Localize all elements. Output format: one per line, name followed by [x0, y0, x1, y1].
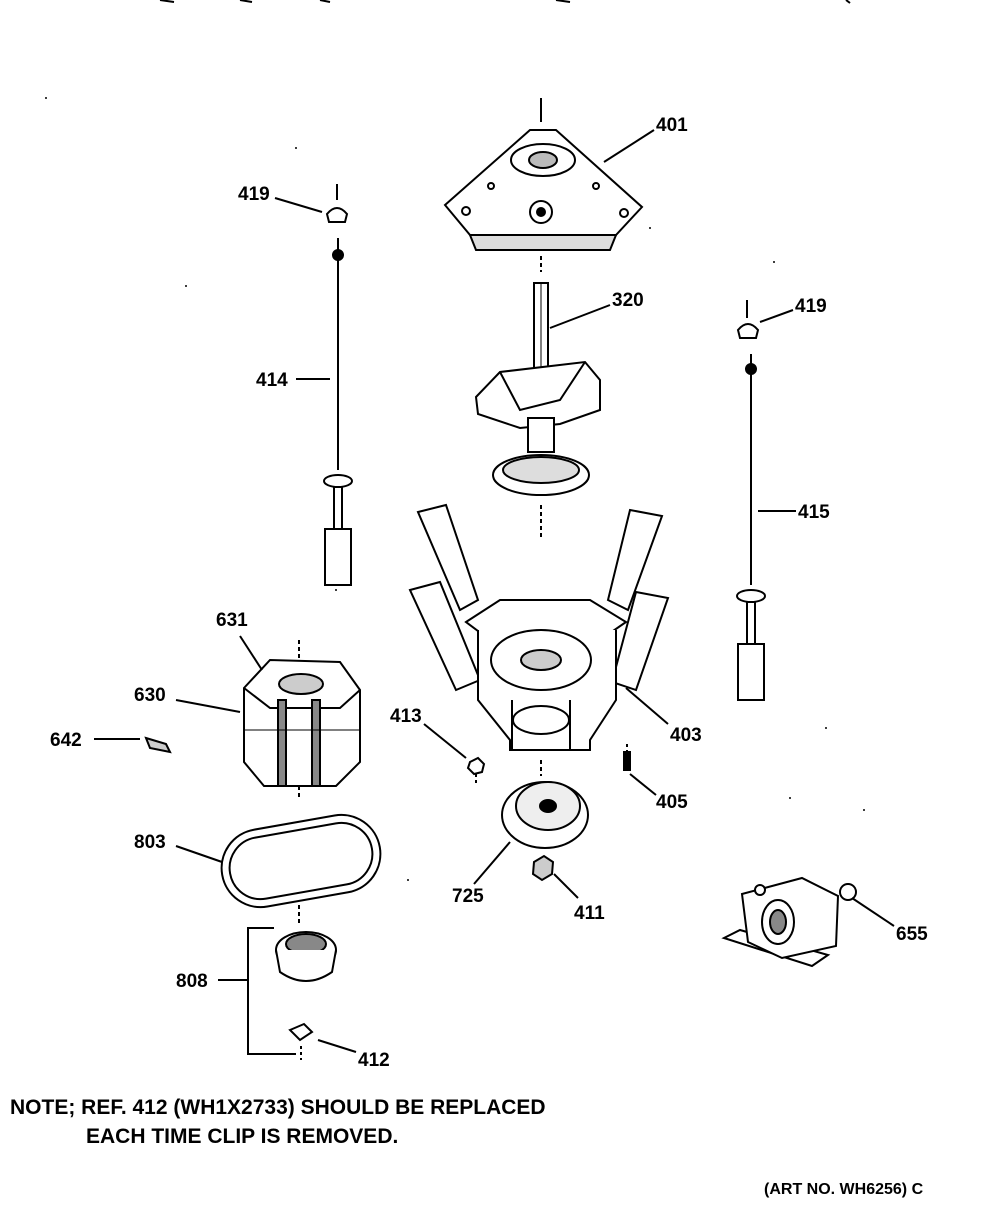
part-419-cap-right — [736, 300, 760, 339]
note-line-1: NOTE; REF. 412 (WH1X2733) SHOULD BE REPL… — [10, 1096, 546, 1119]
callout-642: 642 — [50, 730, 82, 751]
replacement-note: NOTE; REF. 412 (WH1X2733) SHOULD BE REPL… — [10, 1093, 546, 1151]
part-630-motor — [243, 640, 361, 800]
part-725-pulley — [501, 760, 589, 849]
part-803-belt — [220, 813, 382, 925]
callout-725: 725 — [452, 886, 484, 907]
part-414-suspension-rod — [323, 238, 353, 586]
callout-412: 412 — [358, 1050, 390, 1071]
callout-419-left: 419 — [238, 184, 270, 205]
art-number: (ART NO. WH6256) C — [764, 1181, 924, 1198]
callout-655: 655 — [896, 924, 928, 945]
part-405-bolt — [623, 744, 631, 771]
part-412-clip — [288, 1022, 314, 1060]
part-413-nut — [466, 756, 486, 786]
callout-808: 808 — [176, 971, 208, 992]
part-401-mounting-plate — [443, 98, 644, 272]
part-320-transmission — [474, 282, 601, 540]
bracket-808 — [218, 927, 296, 1055]
part-403-support-frame — [408, 503, 670, 751]
part-415-suspension-rod — [736, 354, 766, 701]
callout-419-right: 419 — [795, 296, 827, 317]
callout-401: 401 — [656, 115, 688, 136]
part-419-cap-left — [325, 184, 349, 223]
callout-803: 803 — [134, 832, 166, 853]
callout-403: 403 — [670, 725, 702, 746]
callout-405: 405 — [656, 792, 688, 813]
callout-414: 414 — [256, 370, 288, 391]
callout-320: 320 — [612, 290, 644, 311]
callout-413: 413 — [390, 706, 422, 727]
callout-415: 415 — [798, 502, 830, 523]
part-655-pump — [721, 876, 857, 968]
part-642-screw — [144, 736, 172, 754]
part-411-nut — [531, 854, 555, 882]
top-edge-fragments — [159, 0, 851, 4]
scan-dots — [45, 97, 865, 881]
callout-411: 411 — [574, 903, 605, 924]
callout-630: 630 — [134, 685, 166, 706]
note-line-2: EACH TIME CLIP IS REMOVED. — [86, 1125, 399, 1148]
callout-631: 631 — [216, 610, 248, 631]
part-808-motor-pulley — [275, 931, 337, 982]
